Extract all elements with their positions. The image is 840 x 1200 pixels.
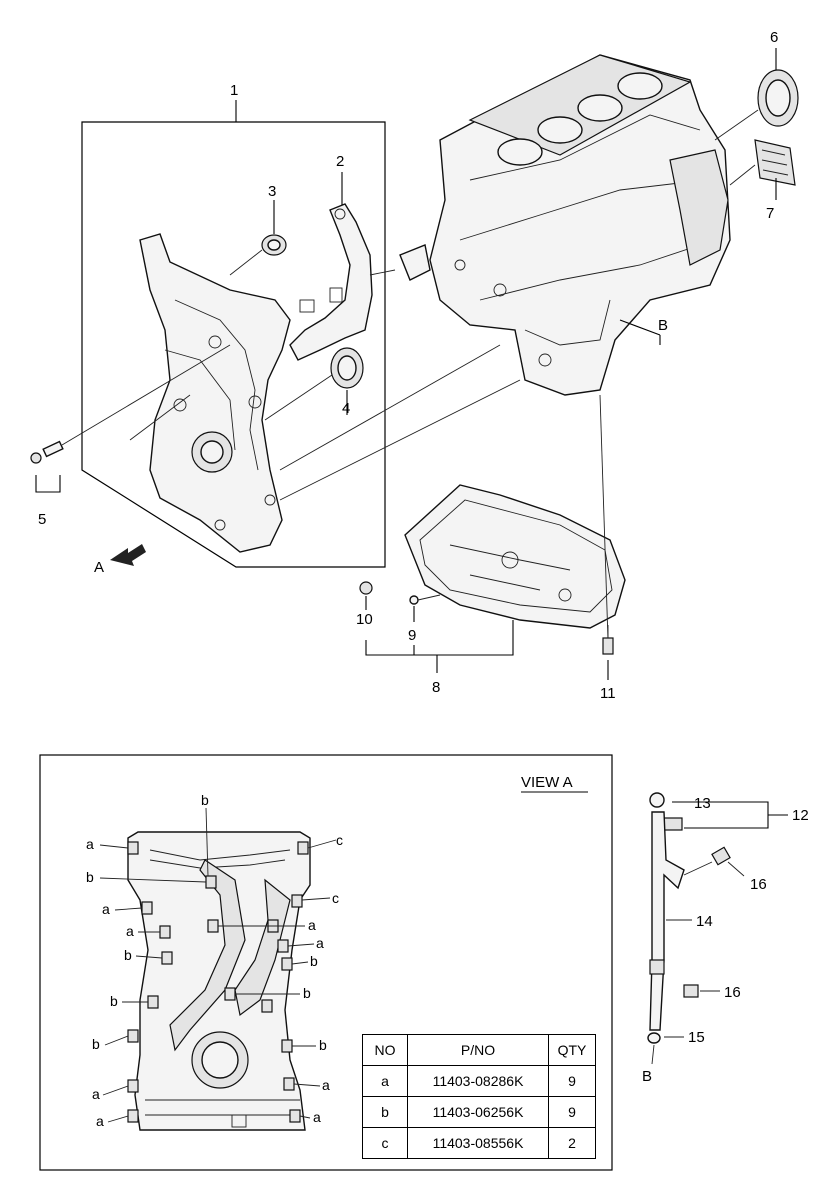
bolt-16-lower xyxy=(683,984,699,998)
part-5-dowel-pins xyxy=(30,440,64,464)
table-header-row: NO P/NO QTY xyxy=(362,1034,596,1066)
bolt-parts-table: NO P/NO QTY a 11403-08286K 9 b 11403-062… xyxy=(362,1034,596,1159)
bolt-letter-a3: a xyxy=(126,923,134,939)
bolt-letter-b2: b xyxy=(86,869,94,885)
callout-12: 12 xyxy=(792,807,809,824)
callout-7: 7 xyxy=(766,205,774,222)
bolt-letter-a7: a xyxy=(322,1077,330,1093)
cell-qty: 9 xyxy=(548,1096,596,1128)
part-7-plate xyxy=(754,139,796,186)
callout-a-arrow: A xyxy=(94,559,104,576)
bolt-letter-c2: c xyxy=(332,890,339,906)
oil-level-gauge xyxy=(647,792,685,1044)
header-no: NO xyxy=(362,1034,408,1066)
bolt-9 xyxy=(409,595,419,605)
bolt-letter-a6: a xyxy=(92,1086,100,1102)
view-a-cover xyxy=(127,831,311,1131)
view-a-leaders xyxy=(99,807,337,1123)
timing-chain-cover xyxy=(139,233,291,553)
callout-5: 5 xyxy=(38,511,46,528)
cell-no: c xyxy=(362,1127,408,1159)
callout-6: 6 xyxy=(770,29,778,46)
part-2-gasket xyxy=(289,203,373,361)
callout-3: 3 xyxy=(268,183,276,200)
bolt-letter-b3: b xyxy=(124,947,132,963)
cell-qty: 9 xyxy=(548,1065,596,1097)
callout-13: 13 xyxy=(694,795,711,812)
header-qty: QTY xyxy=(548,1034,596,1066)
cell-no: a xyxy=(362,1065,408,1097)
table-row: c 11403-08556K 2 xyxy=(362,1127,596,1159)
cell-qty: 2 xyxy=(548,1127,596,1159)
cell-part-number: 11403-08556K xyxy=(407,1127,549,1159)
bolt-letter-b6: b xyxy=(303,985,311,1001)
callout-b-bottom: B xyxy=(642,1068,652,1085)
callout-4: 4 xyxy=(342,400,350,417)
bolt-letter-a9: a xyxy=(313,1109,321,1125)
bolt-letter-b5: b xyxy=(110,993,118,1009)
callout-9: 9 xyxy=(408,627,416,644)
callout-16-lower: 16 xyxy=(724,984,741,1001)
bolt-letter-a5: a xyxy=(316,935,324,951)
callout-10: 10 xyxy=(356,611,373,628)
bolt-letter-a2: a xyxy=(102,901,110,917)
part-4-oil-seal xyxy=(330,347,364,389)
callout-8: 8 xyxy=(432,679,440,696)
bolt-10 xyxy=(359,581,373,595)
oil-pan xyxy=(404,484,626,629)
bolt-letter-b7: b xyxy=(92,1036,100,1052)
bolt-letter-a4: a xyxy=(308,917,316,933)
bolt-letter-a8: a xyxy=(96,1113,104,1129)
table-row: b 11403-06256K 9 xyxy=(362,1096,596,1128)
view-a-frame xyxy=(39,754,613,1171)
bolt-letter-a1: a xyxy=(86,836,94,852)
callout-1: 1 xyxy=(230,82,238,99)
callout-15: 15 xyxy=(688,1029,705,1046)
group-1-frame xyxy=(81,121,386,568)
bolt-letter-c1: c xyxy=(336,832,343,848)
bolt-letter-b4: b xyxy=(310,953,318,969)
table-row: a 11403-08286K 9 xyxy=(362,1065,596,1097)
view-a-arrow xyxy=(110,544,146,566)
bolt-16-upper xyxy=(711,846,731,866)
callout-2: 2 xyxy=(336,153,344,170)
callout-b-top: B xyxy=(658,317,668,334)
bolt-letter-b8: b xyxy=(319,1037,327,1053)
cell-part-number: 11403-08286K xyxy=(407,1065,549,1097)
callout-11: 11 xyxy=(600,685,616,702)
callout-14: 14 xyxy=(696,913,713,930)
bolt-11 xyxy=(602,625,614,655)
cell-part-number: 11403-06256K xyxy=(407,1096,549,1128)
callout-16-upper: 16 xyxy=(750,876,767,893)
header-part-number: P/NO xyxy=(407,1034,549,1066)
bolt-letter-b1: b xyxy=(201,792,209,808)
cell-no: b xyxy=(362,1096,408,1128)
part-3-seal xyxy=(261,234,287,256)
view-a-title: VIEW A xyxy=(521,774,573,791)
cylinder-block xyxy=(399,54,731,396)
part-6-rear-seal xyxy=(757,69,799,127)
